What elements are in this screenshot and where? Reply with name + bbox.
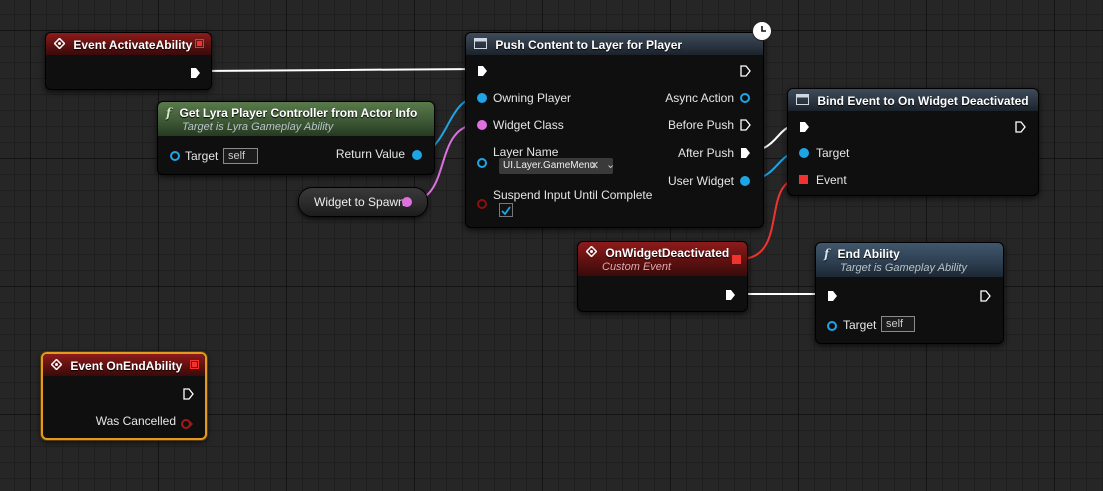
node-title: End Ability xyxy=(837,246,900,261)
get-lyra-player-controller-node[interactable]: f Get Lyra Player Controller from Actor … xyxy=(157,101,435,175)
target-label: Target xyxy=(185,149,219,163)
exec-output-pin[interactable] xyxy=(1015,120,1026,138)
delegate-output-pin[interactable] xyxy=(190,360,199,369)
node-header: f End Ability Target is Gameplay Ability xyxy=(816,243,1003,277)
event-delegate-pin[interactable] xyxy=(799,175,808,184)
exec-input-pin[interactable] xyxy=(827,289,838,307)
event-diamond-icon xyxy=(585,245,598,260)
node-subtitle: Target is Lyra Gameplay Ability xyxy=(182,120,334,133)
push-content-to-layer-node[interactable]: Push Content to Layer for Player Owning … xyxy=(465,21,772,228)
suspend-input-label: Suspend Input Until Complete xyxy=(493,188,653,202)
target-label: Target xyxy=(843,318,877,332)
widget-class-label: Widget Class xyxy=(493,118,564,132)
exec-output-pin[interactable] xyxy=(740,64,751,82)
target-input-pin[interactable] xyxy=(170,151,180,161)
exec-input-pin[interactable] xyxy=(477,64,488,82)
node-title: Event ActivateAbility xyxy=(73,37,193,52)
async-action-label: Async Action xyxy=(665,91,734,105)
return-value-label: Return Value xyxy=(335,147,405,161)
user-widget-output-pin[interactable] xyxy=(740,176,750,186)
layer-name-label: Layer Name xyxy=(493,145,559,159)
after-push-label: After Push xyxy=(677,146,734,160)
function-f-icon: f xyxy=(166,105,172,120)
layer-name-tag-chip[interactable]: UI.Layer.GameMenu xyxy=(499,158,614,174)
node-title: OnWidgetDeactivated xyxy=(605,245,730,260)
node-subtitle: Target is Gameplay Ability xyxy=(840,261,967,274)
delegate-output-pin[interactable] xyxy=(732,255,741,264)
target-label: Target xyxy=(816,146,850,160)
suspend-input-checkbox[interactable] xyxy=(499,203,513,217)
was-cancelled-label: Was Cancelled xyxy=(95,414,176,428)
delegate-output-pin[interactable] xyxy=(195,39,204,48)
bind-event-node[interactable]: Bind Event to On Widget Deactivated Targ… xyxy=(787,88,1039,196)
node-subtitle: Custom Event xyxy=(602,260,672,273)
exec-input-pin[interactable] xyxy=(799,120,810,138)
node-title: Push Content to Layer for Player xyxy=(495,37,683,52)
chevron-down-icon[interactable]: ⌄ xyxy=(606,159,616,171)
function-f-icon: f xyxy=(824,246,830,261)
target-self-field[interactable]: self xyxy=(223,148,258,164)
async-action-output-pin[interactable] xyxy=(740,93,750,103)
bind-node-icon xyxy=(796,90,809,112)
suspend-input-pin[interactable] xyxy=(477,199,487,209)
event-diamond-icon xyxy=(50,355,63,377)
remove-tag-icon[interactable]: ✕ xyxy=(590,160,600,172)
node-title: Event OnEndAbility xyxy=(70,358,183,373)
owning-player-label: Owning Player xyxy=(493,91,572,105)
exec-output-pin[interactable] xyxy=(980,289,991,307)
target-input-pin[interactable] xyxy=(799,148,809,158)
widget-to-spawn-variable[interactable]: Widget to Spawn xyxy=(298,187,428,217)
owning-player-input-pin[interactable] xyxy=(477,93,487,103)
variable-label: Widget to Spawn xyxy=(314,195,405,209)
node-header: Bind Event to On Widget Deactivated xyxy=(788,89,1038,111)
node-header: Event ActivateAbility xyxy=(46,33,211,55)
end-ability-node[interactable]: f End Ability Target is Gameplay Ability… xyxy=(815,242,1004,344)
node-title: Get Lyra Player Controller from Actor In… xyxy=(179,105,418,120)
node-header: Event OnEndAbility xyxy=(43,354,205,376)
node-title: Bind Event to On Widget Deactivated xyxy=(817,93,1029,108)
exec-output-pin[interactable] xyxy=(190,66,201,84)
exec-output-pin[interactable] xyxy=(183,387,194,405)
node-header: f Get Lyra Player Controller from Actor … xyxy=(158,102,434,136)
node-header: Push Content to Layer for Player xyxy=(466,33,763,55)
user-widget-label: User Widget xyxy=(667,174,734,188)
return-value-output-pin[interactable] xyxy=(412,150,422,160)
on-widget-deactivated-node[interactable]: OnWidgetDeactivated Custom Event xyxy=(577,241,748,312)
class-output-pin[interactable] xyxy=(402,197,412,207)
target-self-field[interactable]: self xyxy=(881,316,915,332)
was-cancelled-bool-pin[interactable] xyxy=(181,416,193,434)
async-node-icon xyxy=(474,34,487,56)
event-activate-ability-node[interactable]: Event ActivateAbility xyxy=(45,32,212,90)
checkmark-icon xyxy=(501,206,511,216)
before-push-exec-pin[interactable] xyxy=(740,118,751,136)
event-label: Event xyxy=(816,173,847,187)
node-header: OnWidgetDeactivated Custom Event xyxy=(578,242,747,276)
before-push-label: Before Push xyxy=(667,118,734,132)
after-push-exec-pin[interactable] xyxy=(740,146,751,164)
latent-clock-icon xyxy=(752,21,772,41)
widget-class-input-pin[interactable] xyxy=(477,120,487,130)
event-on-end-ability-node[interactable]: Event OnEndAbility Was Cancelled xyxy=(41,352,207,440)
exec-output-pin[interactable] xyxy=(725,288,736,306)
target-input-pin[interactable] xyxy=(827,321,837,331)
event-diamond-icon xyxy=(53,34,66,56)
layer-name-input-pin[interactable] xyxy=(477,158,487,168)
exec-wire xyxy=(197,68,479,72)
